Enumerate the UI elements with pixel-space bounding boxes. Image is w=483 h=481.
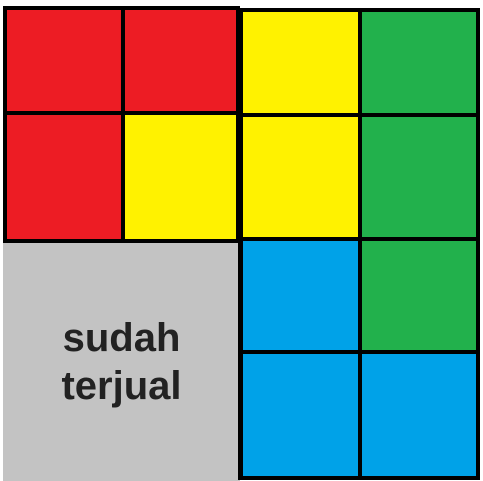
grid-line (3, 111, 240, 115)
sold-label-line1: sudah (62, 316, 181, 360)
plot-cell-green (360, 10, 478, 115)
sold-label: sudah terjual (3, 314, 240, 410)
sold-block: sudah terjual (3, 243, 240, 481)
grid-line (3, 6, 7, 243)
plot-cell-blue (240, 352, 360, 477)
grid-line (240, 113, 480, 117)
plot-cell-yellow (240, 10, 360, 115)
grid-line (240, 350, 480, 354)
plot-cell-yellow (240, 115, 360, 240)
plot-cell-blue (360, 352, 478, 477)
plot-cell-red (3, 115, 123, 243)
plot-cell-yellow (123, 115, 238, 243)
grid-line (476, 8, 480, 480)
grid-line (121, 6, 125, 243)
plot-cell-red (3, 8, 123, 115)
sold-label-line2: terjual (61, 364, 182, 408)
grid-line (240, 476, 480, 480)
plot-cell-red (123, 8, 238, 115)
plot-cell-green (360, 115, 478, 240)
plot-cell-blue (240, 240, 360, 352)
grid-line (3, 239, 240, 243)
grid-line (240, 237, 480, 241)
plot-cell-green (360, 240, 478, 352)
grid-line (238, 8, 243, 480)
grid-line (358, 8, 362, 480)
